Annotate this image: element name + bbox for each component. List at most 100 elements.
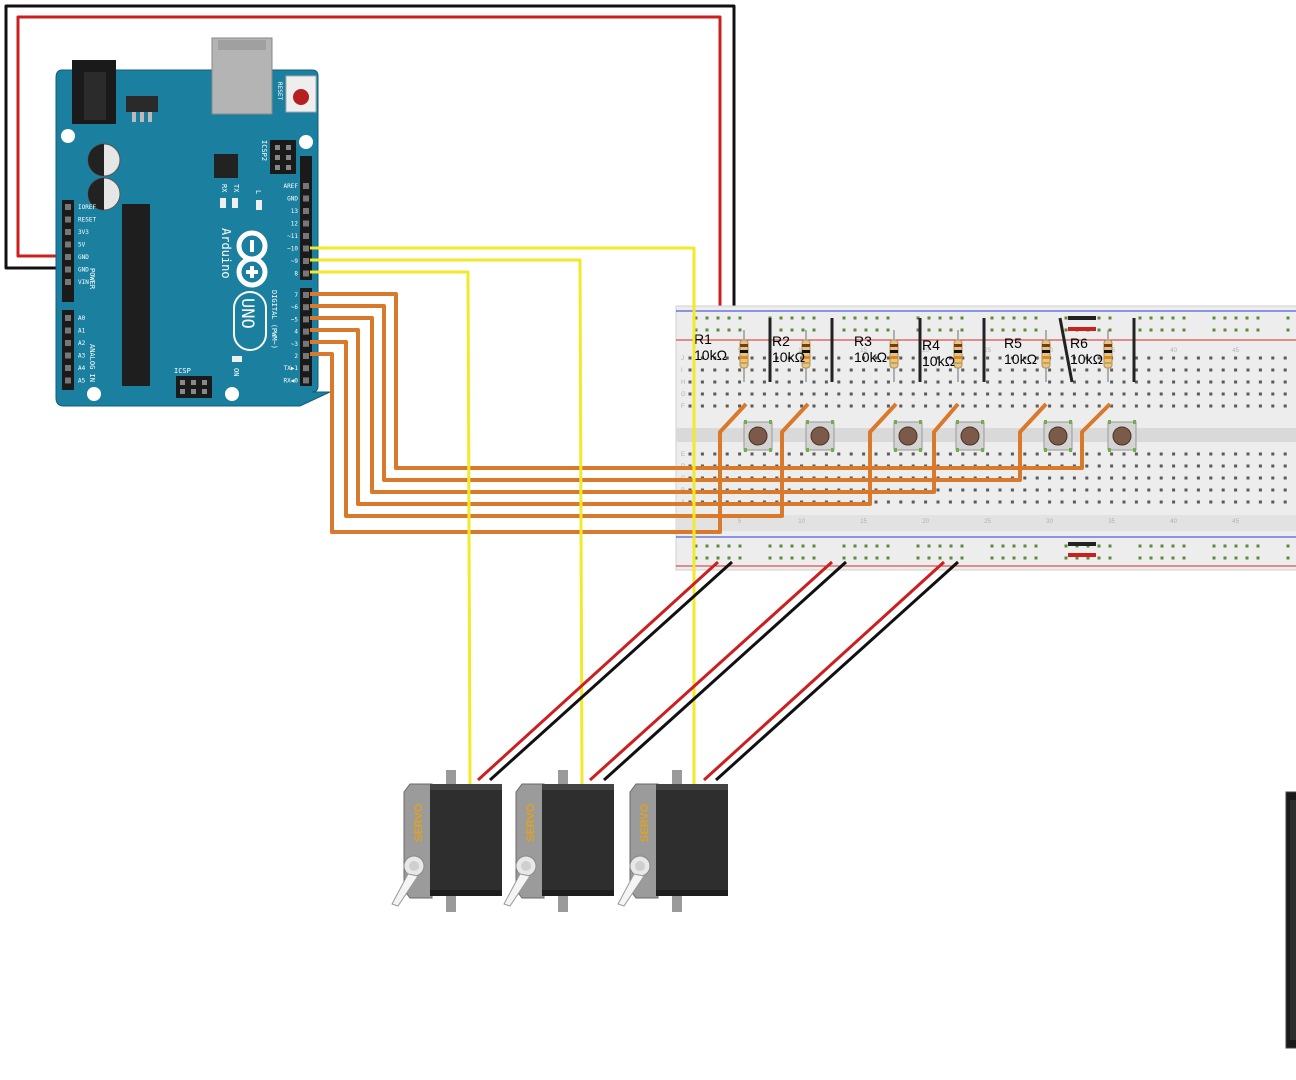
row-letter: G — [681, 392, 686, 398]
led-l-label: L — [254, 190, 262, 194]
pushbutton-6 — [1107, 420, 1137, 452]
header-pin — [65, 327, 71, 334]
pushbutton-1 — [743, 420, 773, 452]
reset-label: RESET — [276, 82, 283, 100]
header-pin — [303, 316, 309, 323]
button-wire — [310, 292, 1112, 470]
uno-badge — [233, 291, 267, 351]
column-number: 40 — [1170, 348, 1177, 354]
digital-pin-label: 7 — [294, 292, 298, 299]
icsp-header — [176, 376, 212, 398]
resistor-value: 10kΩ — [1070, 351, 1103, 367]
on-label: ON — [232, 368, 240, 376]
header-pin — [303, 233, 309, 239]
usb-connector — [211, 37, 273, 115]
pushbutton-4 — [955, 420, 985, 452]
power-pin-label: 3V3 — [78, 229, 89, 236]
brand-label: Arduino — [219, 228, 233, 279]
icsp-label: ICSP — [174, 367, 191, 375]
column-number: 25 — [984, 519, 991, 525]
breadboard-holes — [688, 316, 1290, 560]
header-pin — [65, 377, 71, 384]
header-pin — [65, 254, 71, 260]
column-number: 15 — [860, 348, 867, 354]
header-pin — [303, 220, 309, 227]
ground-wire-top — [4, 4, 736, 318]
offscreen-device — [1285, 791, 1296, 1049]
power-pin-label: 5V — [78, 242, 86, 249]
column-number: 25 — [984, 348, 991, 354]
pushbutton-2 — [805, 420, 835, 452]
button-wire — [310, 328, 898, 506]
row-letter: J — [681, 356, 684, 362]
mount-hole — [299, 135, 313, 149]
power-wire-top — [16, 15, 722, 320]
analog-pin-label: A0 — [78, 315, 86, 322]
atmega-chip — [122, 204, 150, 386]
analog-pin-label: A4 — [78, 365, 86, 372]
digital-pin-label: 8 — [294, 271, 298, 278]
arduino-logo: Arduino UNO — [219, 228, 268, 351]
resistor-name: R6 — [1070, 335, 1088, 351]
digital-pin-label: ~9 — [291, 258, 299, 265]
column-number: 40 — [1170, 519, 1177, 525]
column-number: 15 — [860, 519, 867, 525]
header-pin — [65, 241, 71, 248]
resistor-name: R3 — [854, 333, 872, 349]
resistor-name: R2 — [772, 333, 790, 349]
header-pin — [303, 195, 309, 202]
button-wires — [310, 292, 1112, 534]
digital-pin-label: 2 — [294, 353, 298, 360]
pushbutton-5 — [1043, 420, 1073, 452]
mount-hole — [87, 387, 101, 401]
servo-1: SERVO — [391, 770, 502, 912]
header-pin — [303, 377, 309, 384]
column-number: 10 — [798, 519, 805, 525]
servo-signal-wires — [310, 246, 696, 785]
header-pin — [65, 204, 71, 210]
servo-2: SERVO — [503, 770, 614, 912]
digital-pin-label: 4 — [294, 329, 298, 336]
resistor-value: 10kΩ — [1004, 351, 1037, 367]
header-pin — [65, 352, 71, 359]
pushbuttons — [743, 420, 1137, 452]
power-wires-top — [4, 4, 736, 320]
column-number: 30 — [1046, 519, 1053, 525]
arduino-board: RESET ICSP2 L TX RX Arduino UNO — [55, 37, 331, 407]
resistor-name: R5 — [1004, 335, 1022, 351]
servo-power-wires — [476, 560, 960, 782]
resistor-name: R1 — [694, 331, 712, 347]
digital-label: DIGITAL (PWM~) — [270, 290, 278, 349]
power-label: POWER — [88, 268, 96, 290]
column-number: 45 — [1232, 519, 1239, 525]
power-pin-label: GND — [78, 254, 89, 261]
servo-label: SERVO — [413, 803, 425, 842]
resistor-value: 10kΩ — [922, 353, 955, 369]
button-wire — [310, 352, 748, 534]
header-pin — [303, 270, 309, 277]
power-header — [62, 200, 74, 302]
header-pin — [65, 279, 71, 285]
resistor-value: 10kΩ — [854, 349, 887, 365]
header-pin — [303, 353, 309, 359]
button-wire — [310, 316, 960, 494]
icsp2-header — [270, 140, 296, 174]
analog-pin-label: A1 — [78, 328, 86, 335]
digital-pin-label: ~3 — [291, 341, 299, 348]
analog-pin-label: A3 — [78, 353, 86, 360]
header-pin — [303, 328, 309, 335]
digital-pin-label: ~6 — [291, 304, 299, 311]
led-tx-label: TX — [232, 184, 240, 193]
power-pin-label: GND — [78, 267, 89, 274]
power-pin-label: VIN — [78, 279, 89, 286]
header-pin — [65, 216, 71, 223]
servo-label: SERVO — [525, 803, 537, 842]
